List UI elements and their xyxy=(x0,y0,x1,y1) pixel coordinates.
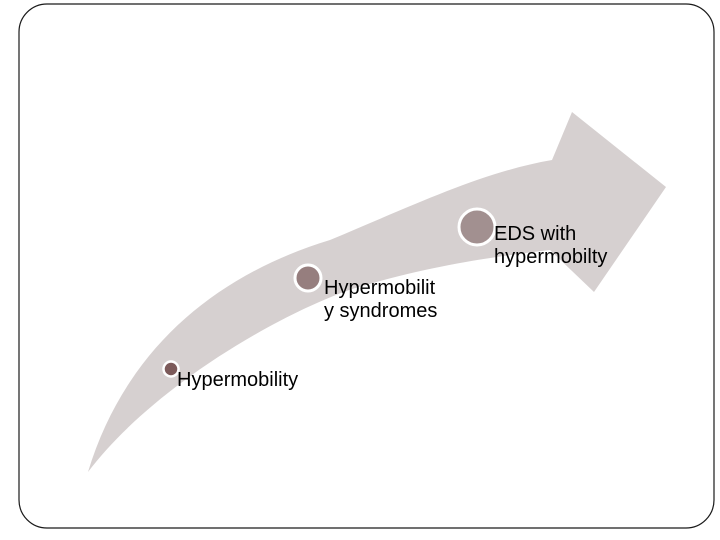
step-label-line: hypermobilty xyxy=(494,246,608,268)
growth-arrow-shape xyxy=(88,112,666,472)
step-label-hypermobility-syndromes: Hypermobilit y syndromes xyxy=(324,277,437,323)
step-marker-small xyxy=(162,360,180,378)
step-label-line: y syndromes xyxy=(324,300,438,322)
step-label-line: EDS with xyxy=(494,223,577,245)
step-marker-large xyxy=(457,207,497,247)
step-label-eds-with-hypermobility: EDS with hypermobilty xyxy=(494,223,607,269)
step-label-line: Hypermobility xyxy=(177,369,299,391)
step-label-hypermobility: Hypermobility xyxy=(177,369,298,392)
step-label-line: Hypermobilit xyxy=(324,277,436,299)
step-marker-medium xyxy=(293,263,323,293)
